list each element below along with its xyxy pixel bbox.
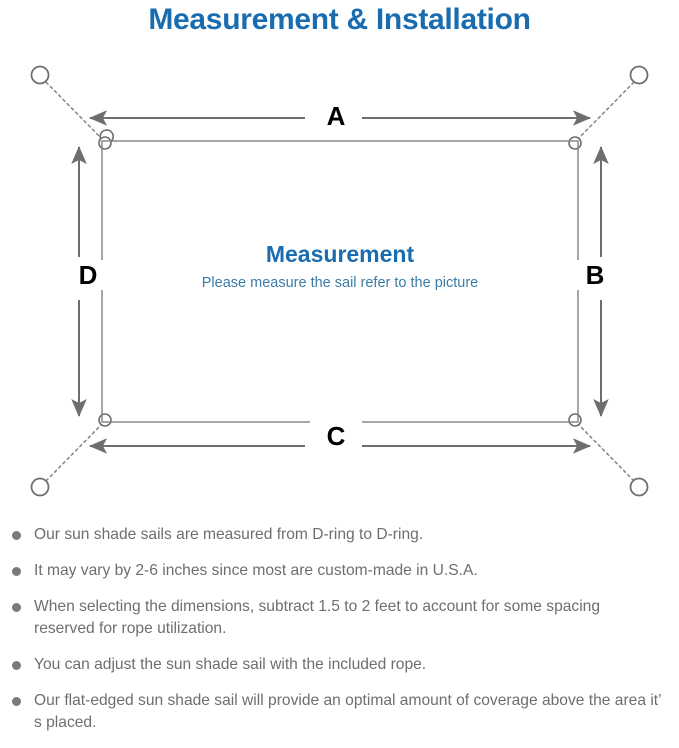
sail-measurement-diagram: Measurement Please measure the sail refe…: [0, 42, 679, 522]
list-item: Our sun shade sails are measured from D-…: [0, 524, 679, 546]
bullet-icon: [12, 661, 21, 670]
note-text: Our sun shade sails are measured from D-…: [34, 526, 424, 543]
rope-line-bottom-right: [575, 421, 639, 486]
notes-list: Our sun shade sails are measured from D-…: [0, 524, 679, 748]
d-ring-bottom-left-ring: [98, 413, 112, 427]
bullet-icon: [12, 531, 21, 540]
sail-body: [101, 140, 579, 423]
anchor-point-top-left-icon: [30, 65, 50, 85]
dimension-label-b: B: [571, 260, 619, 290]
rope-line-bottom-left: [41, 421, 105, 486]
note-text: When selecting the dimensions, subtract …: [34, 598, 601, 637]
dimension-arrows: [71, 110, 609, 454]
dimension-label-d: D: [62, 260, 114, 290]
diagram-canvas: [30, 65, 649, 497]
d-ring-top-left-ring: [98, 136, 112, 150]
dimension-label-a: A: [310, 101, 362, 131]
list-item: You can adjust the sun shade sail with t…: [0, 654, 679, 676]
list-item: When selecting the dimensions, subtract …: [0, 596, 679, 640]
d-ring-flats: [101, 140, 579, 423]
rope-lines: [41, 77, 639, 486]
anchor-point-bottom-left-icon: [30, 477, 50, 497]
bullet-icon: [12, 567, 21, 576]
anchor-point-bottom-right-icon: [629, 477, 649, 497]
note-text: Our flat-edged sun shade sail will provi…: [34, 692, 662, 731]
d-ring-bottom-right-ring: [568, 413, 582, 427]
list-item: It may vary by 2-6 inches since most are…: [0, 560, 679, 582]
bullet-icon: [12, 603, 21, 612]
page-title: Measurement & Installation: [148, 3, 531, 36]
rope-line-top-right: [575, 77, 639, 142]
anchor-points: [30, 65, 649, 497]
note-text: It may vary by 2-6 inches since most are…: [34, 562, 478, 579]
note-text: You can adjust the sun shade sail with t…: [34, 656, 427, 673]
list-item: Our flat-edged sun shade sail will provi…: [0, 690, 679, 734]
anchor-point-top-right-icon: [629, 65, 649, 85]
bullet-icon: [12, 697, 21, 706]
dimension-label-c: C: [310, 421, 362, 451]
d-ring-top-right-ring: [568, 136, 582, 150]
rope-line-top-left: [41, 77, 105, 142]
